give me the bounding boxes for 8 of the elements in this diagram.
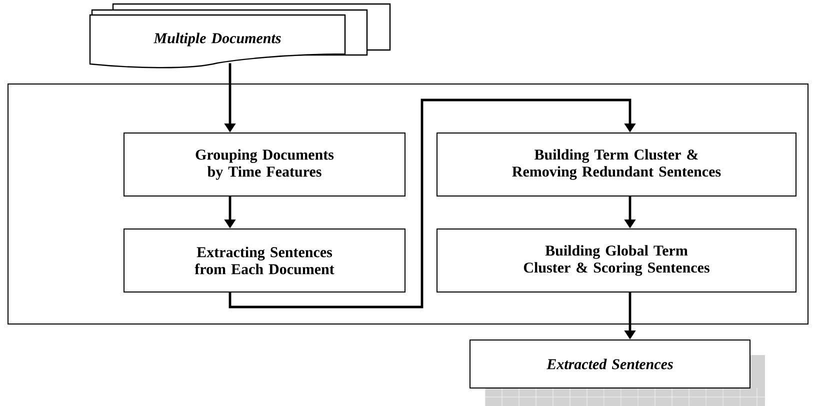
- process-box: Extracting Sentences from Each Document: [124, 228, 406, 292]
- output-box: Extracted Sentences: [470, 340, 766, 406]
- process-box: Building Global Term Cluster & Scoring Sentences: [436, 228, 796, 292]
- process-box: Grouping Documents by Time Features: [124, 132, 406, 196]
- document-stack: Multiple Documents: [89, 3, 391, 68]
- frame: [8, 84, 808, 324]
- arrow: [228, 98, 636, 308]
- process-box: Building Term Cluster & Removing Redundant Sentences: [436, 132, 796, 196]
